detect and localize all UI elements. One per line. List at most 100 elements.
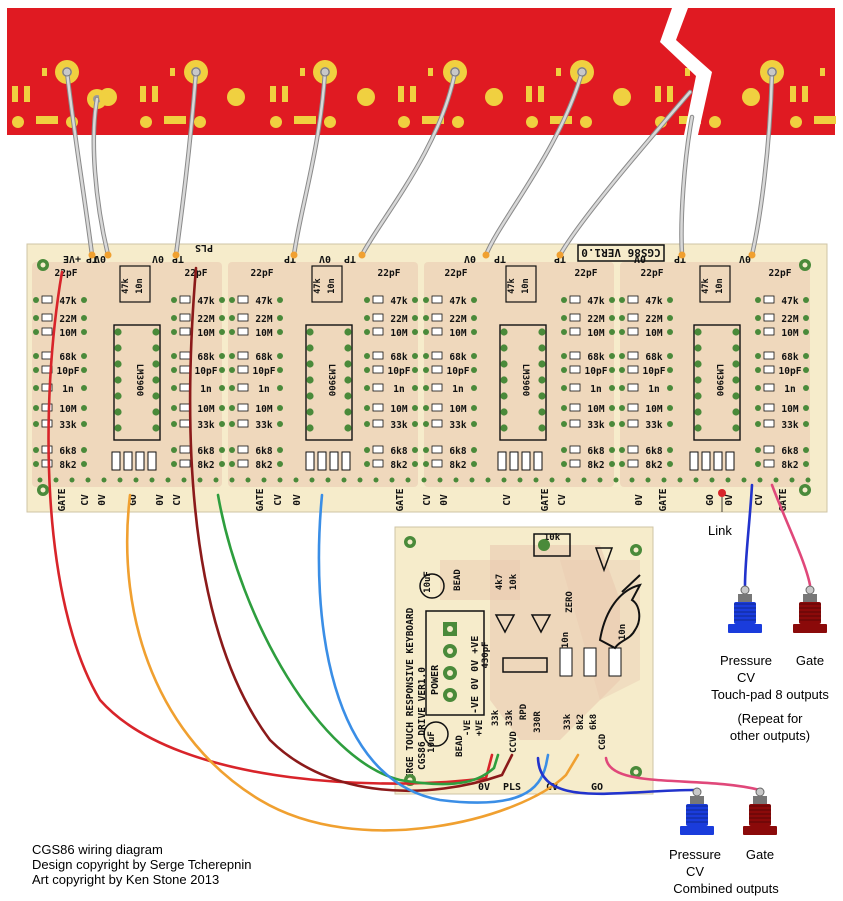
ic-pin-l-1-3 <box>306 376 314 384</box>
part-pad-a-6-1 <box>619 315 625 321</box>
panel-small-pad2-1 <box>194 116 206 128</box>
resistor-array-2-0 <box>497 451 507 471</box>
part-pad-b-7-4 <box>803 367 809 373</box>
part-value-6-7: 33k <box>645 420 662 431</box>
cap-22pf-3: 22pF <box>378 268 401 279</box>
panel-wire-end-5 <box>482 251 490 259</box>
panel-tiny-5 <box>685 68 690 76</box>
resistor-array-0-1 <box>123 451 133 471</box>
part-body-2-1 <box>237 313 249 322</box>
part-pad-a-3-5 <box>364 385 370 391</box>
ic-pin-l-2-5 <box>500 408 508 416</box>
cap-22pf-6: 22pF <box>641 268 664 279</box>
ic-outline-0 <box>113 324 161 441</box>
part-pad-b-5-5 <box>609 385 615 391</box>
bottom-label-13: GATE <box>540 488 551 511</box>
part-pad-b-2-4 <box>277 367 283 373</box>
part-value-4-5: 1n <box>452 384 463 395</box>
panel-mid-pad-1 <box>227 88 245 106</box>
part-value-6-3: 68k <box>645 352 662 363</box>
part-pad-b-0-1 <box>81 315 87 321</box>
ic-pin-r-0-5 <box>152 408 160 416</box>
part-pad-a-1-5 <box>171 385 177 391</box>
part-body-1-1 <box>179 313 191 322</box>
panel-bar-b-0 <box>24 86 30 102</box>
touchpad-gate-jack-tip <box>805 585 815 595</box>
part-value-3-8: 6k8 <box>390 446 407 457</box>
part-pad-a-4-4 <box>423 367 429 373</box>
panel-bar-b-5 <box>667 86 673 102</box>
part-pad-a-3-1 <box>364 315 370 321</box>
part-pad-b-7-1 <box>803 315 809 321</box>
part-body-4-7 <box>431 419 443 428</box>
part-value-5-7: 33k <box>587 420 604 431</box>
hole-row <box>613 477 619 483</box>
interboard-wire-0 <box>47 270 494 785</box>
top-label-9: TP <box>494 253 506 264</box>
part-pad-b-6-0 <box>667 297 673 303</box>
cap-22pf-4: 22pF <box>445 268 468 279</box>
trim-47k-a-2: 47k <box>507 278 517 293</box>
part-pad-a-3-4 <box>364 367 370 373</box>
part-value-0-4: 10pF <box>57 366 80 377</box>
ic-pin-r-1-6 <box>344 424 352 432</box>
part-pad-b-0-2 <box>81 329 87 335</box>
bottom-label-5: CV <box>172 494 183 506</box>
hole-row <box>709 477 715 483</box>
part-value-1-6: 10M <box>197 404 214 415</box>
top-label-7: TP <box>344 253 356 264</box>
bottom-label-17: GO <box>705 494 716 506</box>
panel-wire-end-8 <box>748 251 756 259</box>
trim-47k-a-1: 47k <box>313 278 323 293</box>
resistor-array-2-2 <box>521 451 531 471</box>
panel-wire-5 <box>484 70 584 257</box>
part-pad-a-0-8 <box>33 447 39 453</box>
drive-value-13: 33k <box>563 713 573 730</box>
part-pad-a-0-2 <box>33 329 39 335</box>
drive-bottom-label-3: GO <box>591 782 603 793</box>
part-pad-a-5-8 <box>561 447 567 453</box>
ic-outline-2 <box>499 324 547 441</box>
cap-10uf-bottom <box>423 721 449 747</box>
panel-mid-pad-0 <box>99 88 117 106</box>
part-body-4-1 <box>431 313 443 322</box>
trace-area-1 <box>228 262 418 487</box>
ic-pin-r-3-0 <box>732 328 740 336</box>
part-body-3-4 <box>372 365 384 374</box>
hole-row <box>133 477 139 483</box>
hole-row <box>293 477 299 483</box>
part-value-3-2: 10M <box>390 328 407 339</box>
hole-row <box>741 477 747 483</box>
hole-row <box>629 477 635 483</box>
ic-pin-l-3-0 <box>694 328 702 336</box>
part-value-6-6: 10M <box>645 404 662 415</box>
hole-row <box>149 477 155 483</box>
drive-trace-2 <box>440 560 520 600</box>
part-pad-a-2-3 <box>229 353 235 359</box>
power-pin-hole-3 <box>447 692 453 698</box>
part-value-5-6: 10M <box>587 404 604 415</box>
panel-wire-end-0 <box>88 251 96 259</box>
hole-row <box>485 477 491 483</box>
ic-pin-l-0-0 <box>114 328 122 336</box>
part-value-2-1: 22M <box>255 314 272 325</box>
drive-value-12: 330R <box>533 711 543 733</box>
credits: CGS86 wiring diagram Design copyright by… <box>32 842 251 887</box>
combined-gate-jack-thread <box>749 804 771 826</box>
part-pad-a-7-9 <box>755 461 761 467</box>
part-value-0-3: 68k <box>59 352 76 363</box>
part-pad-a-0-7 <box>33 421 39 427</box>
panel-mid-pad-3 <box>485 88 503 106</box>
part-pad-a-1-2 <box>171 329 177 335</box>
panel-strip-1 <box>164 116 186 124</box>
part-body-6-3 <box>627 351 639 360</box>
part-body-3-9 <box>372 459 384 468</box>
hole-row <box>805 477 811 483</box>
part-body-7-6 <box>763 403 775 412</box>
ic-pin-r-1-4 <box>344 392 352 400</box>
part-body-7-2 <box>763 327 775 336</box>
part-value-0-0: 47k <box>59 296 76 307</box>
ic-pin-r-0-4 <box>152 392 160 400</box>
part-pad-a-6-9 <box>619 461 625 467</box>
part-value-6-2: 10M <box>645 328 662 339</box>
